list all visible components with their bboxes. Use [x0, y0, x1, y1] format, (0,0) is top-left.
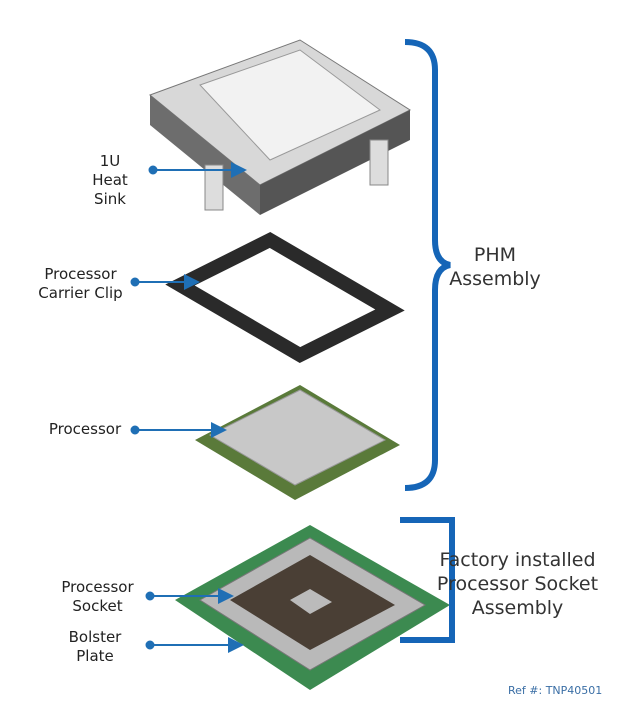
label-line: Bolster — [68, 628, 122, 646]
phm-assembly-label: PHM Assembly — [440, 243, 550, 291]
heat-sink-label: 1U Heat Sink — [75, 152, 145, 209]
carrier-clip-image — [165, 232, 405, 363]
processor-image — [195, 385, 400, 500]
socket-assembly-label: Factory installed Processor Socket Assem… — [425, 548, 610, 620]
label-line: Processor — [61, 578, 134, 596]
carrier-clip-label: Processor Carrier Clip — [28, 265, 133, 303]
label-line: Plate — [76, 647, 114, 665]
reference-number: Ref #: TNP40501 — [508, 684, 603, 697]
label-line: Heat Sink — [92, 171, 128, 208]
label-line: Socket — [72, 597, 123, 615]
label-line: Processor Socket — [436, 573, 599, 595]
label-line: Assembly — [471, 597, 564, 619]
bolster-label: Bolster Plate — [60, 628, 130, 666]
socket-image — [175, 525, 450, 690]
processor-label: Processor — [48, 420, 122, 438]
socket-bracket — [400, 517, 455, 643]
socket-label: Processor Socket — [50, 578, 145, 616]
label-line: Carrier Clip — [38, 284, 123, 302]
label-line: Processor — [44, 265, 117, 283]
label-line: 1U — [99, 152, 121, 170]
phm-brace — [404, 39, 451, 491]
label-line: Factory installed — [439, 549, 596, 571]
label-line: PHM — [473, 244, 517, 266]
label-line: Assembly — [449, 268, 541, 290]
heat-sink-image — [149, 39, 412, 215]
